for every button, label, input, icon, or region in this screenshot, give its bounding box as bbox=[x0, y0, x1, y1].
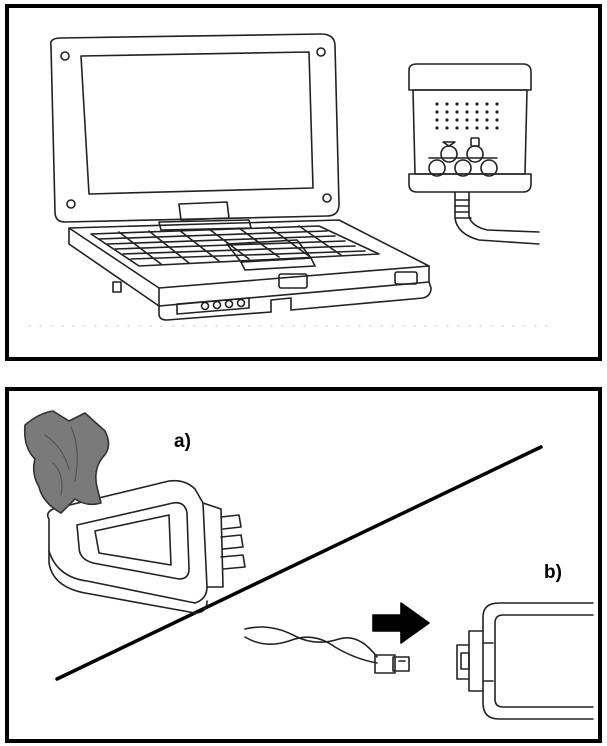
step-label-a: a) bbox=[174, 431, 191, 452]
laptop-icon bbox=[49, 33, 432, 321]
taped-connector-icon bbox=[23, 410, 246, 614]
diagnostic-interface-icon bbox=[408, 63, 540, 245]
wire-plug-icon bbox=[244, 626, 410, 674]
top-panel bbox=[5, 4, 602, 361]
arrow-right-icon bbox=[372, 602, 430, 644]
diagonal-divider bbox=[55, 445, 543, 681]
laptop-interface-illustration bbox=[28, 33, 550, 327]
connector-socket-icon bbox=[456, 602, 594, 720]
step-label-b: b) bbox=[544, 562, 562, 583]
connector-steps-illustration bbox=[23, 410, 594, 720]
bottom-panel: a) b) bbox=[5, 387, 602, 743]
